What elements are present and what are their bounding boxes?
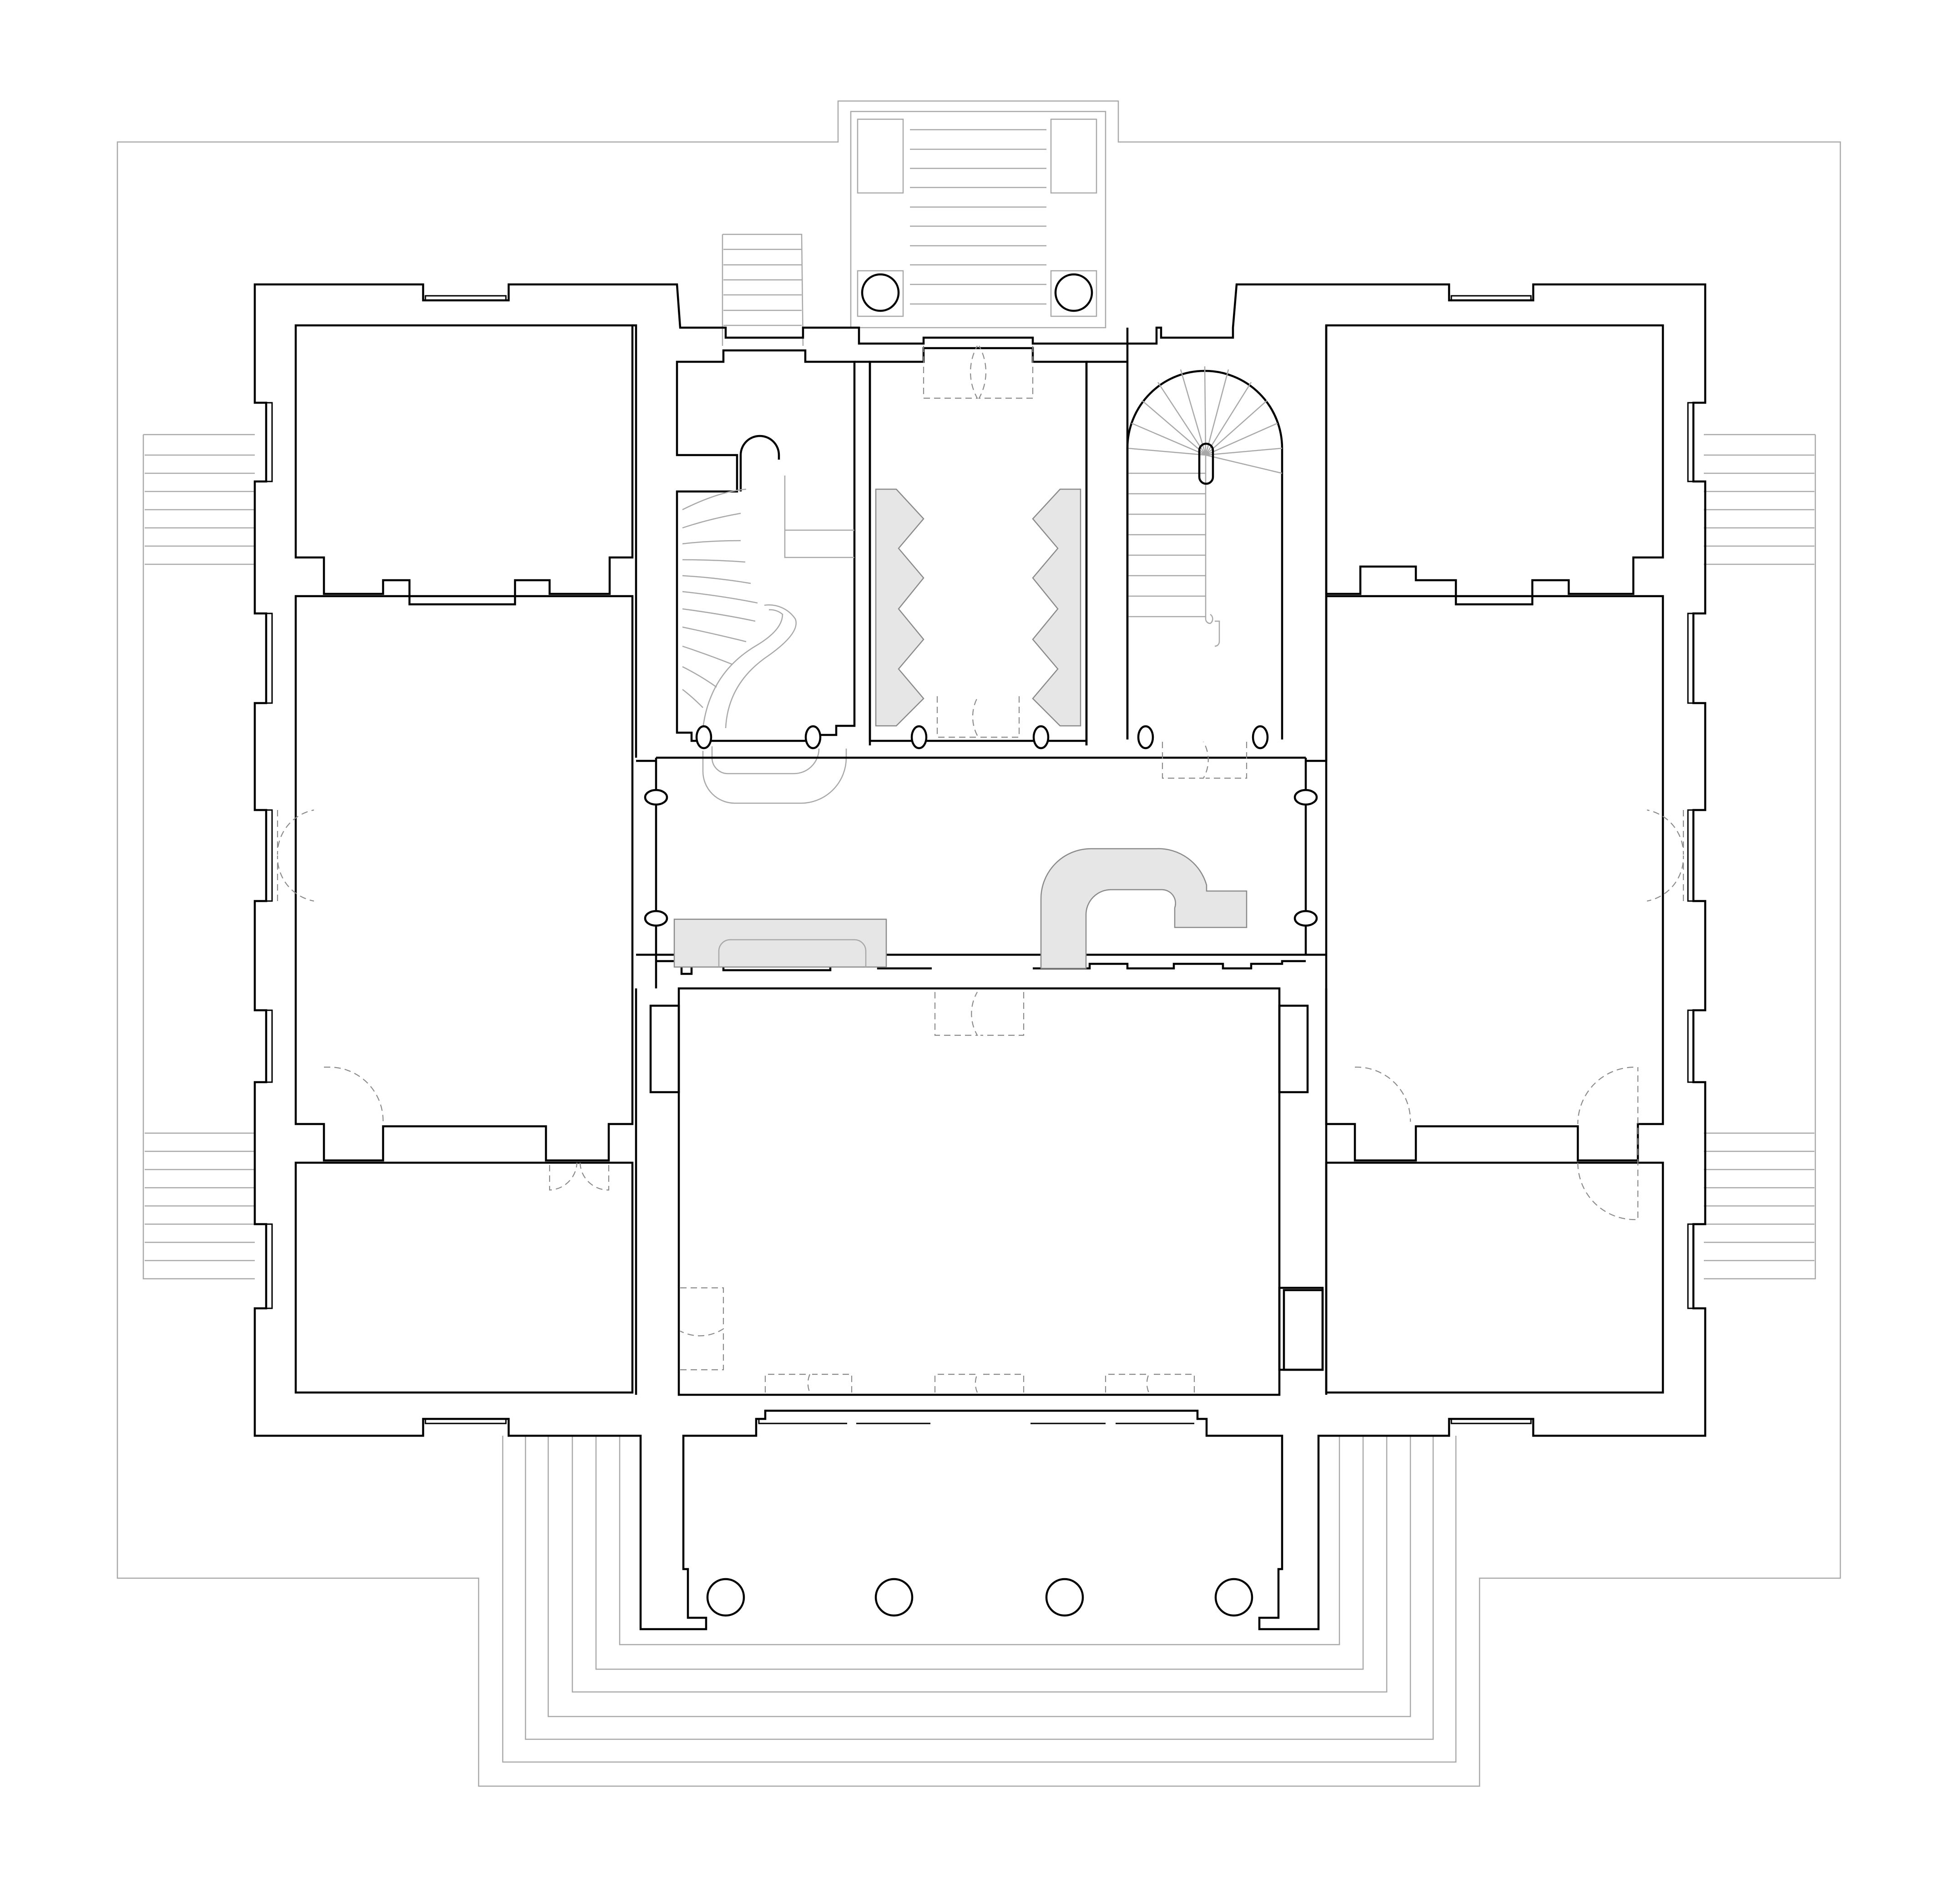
room-west <box>294 595 634 1162</box>
portico-column <box>1045 1578 1084 1617</box>
outer-wall <box>253 283 1707 1631</box>
portico-column <box>706 1578 745 1617</box>
interior-piers <box>632 324 1328 1395</box>
plinth-outline <box>116 100 1841 1787</box>
hall-curved-stair <box>1040 848 1248 969</box>
room-east <box>1325 595 1664 1162</box>
portico-columns <box>706 1578 1253 1617</box>
entrance-hall <box>636 756 1326 988</box>
front-steps <box>502 1436 1457 1763</box>
central-salon <box>649 987 1324 1396</box>
room-northwest <box>294 324 634 606</box>
service-stair <box>722 233 804 346</box>
rear-column <box>1054 273 1093 312</box>
portico-column <box>1214 1578 1253 1617</box>
exterior-wall <box>253 283 1707 1631</box>
zigzag-fixture-left <box>875 488 924 727</box>
hall-pilasters <box>644 725 1318 927</box>
room-northeast <box>1325 324 1664 606</box>
newel <box>1198 442 1214 485</box>
portico-column <box>874 1578 914 1617</box>
hall-bench <box>673 918 887 968</box>
north-gallery <box>869 347 1088 745</box>
site-outline <box>116 100 1841 1787</box>
spiral-stair <box>1126 366 1283 739</box>
rear-steps <box>850 111 1106 329</box>
room-southwest <box>294 1161 634 1394</box>
side-steps-east <box>1704 434 1816 1280</box>
room-southeast <box>1325 1161 1664 1394</box>
rear-column <box>861 273 900 312</box>
side-steps-west <box>142 434 255 1280</box>
door-swings <box>277 345 1684 1393</box>
zigzag-fixture-right <box>1032 488 1081 727</box>
